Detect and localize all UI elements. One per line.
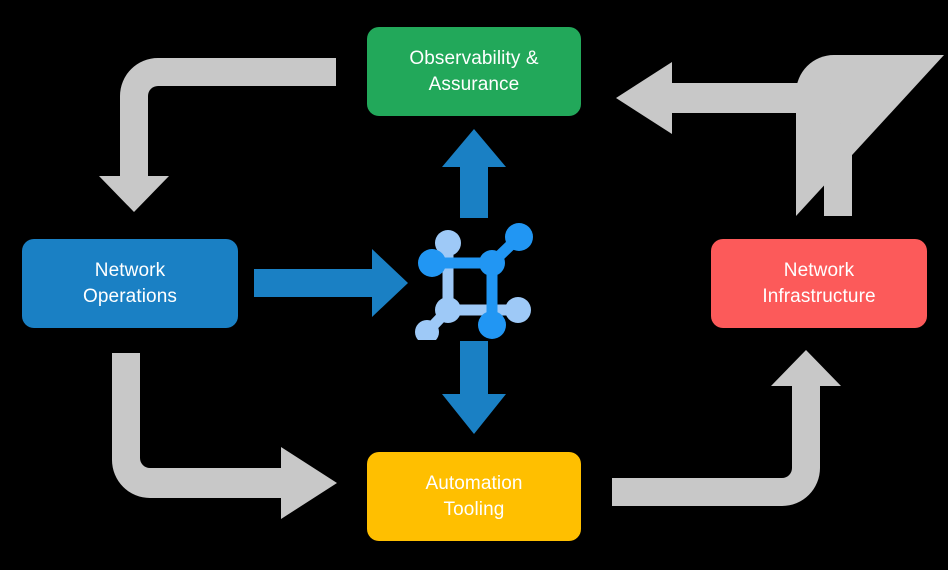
arrow-operations-to-automation <box>112 353 337 519</box>
arrow-center-to-observability <box>442 129 506 218</box>
arrow-automation-to-infrastructure <box>612 350 841 506</box>
arrow-observability-to-operations <box>99 58 336 212</box>
node-automation-tooling[interactable]: Automation Tooling <box>367 452 581 541</box>
arrow-operations-to-center <box>254 249 408 317</box>
arrow-infrastructure-to-observability-shape <box>616 62 852 216</box>
node-network-infrastructure[interactable]: Network Infrastructure <box>711 239 927 328</box>
node-network-operations[interactable]: Network Operations <box>22 239 238 328</box>
node-observability-assurance[interactable]: Observability & Assurance <box>367 27 581 116</box>
arrow-center-to-automation <box>442 341 506 434</box>
network-topology-icon <box>415 223 533 340</box>
